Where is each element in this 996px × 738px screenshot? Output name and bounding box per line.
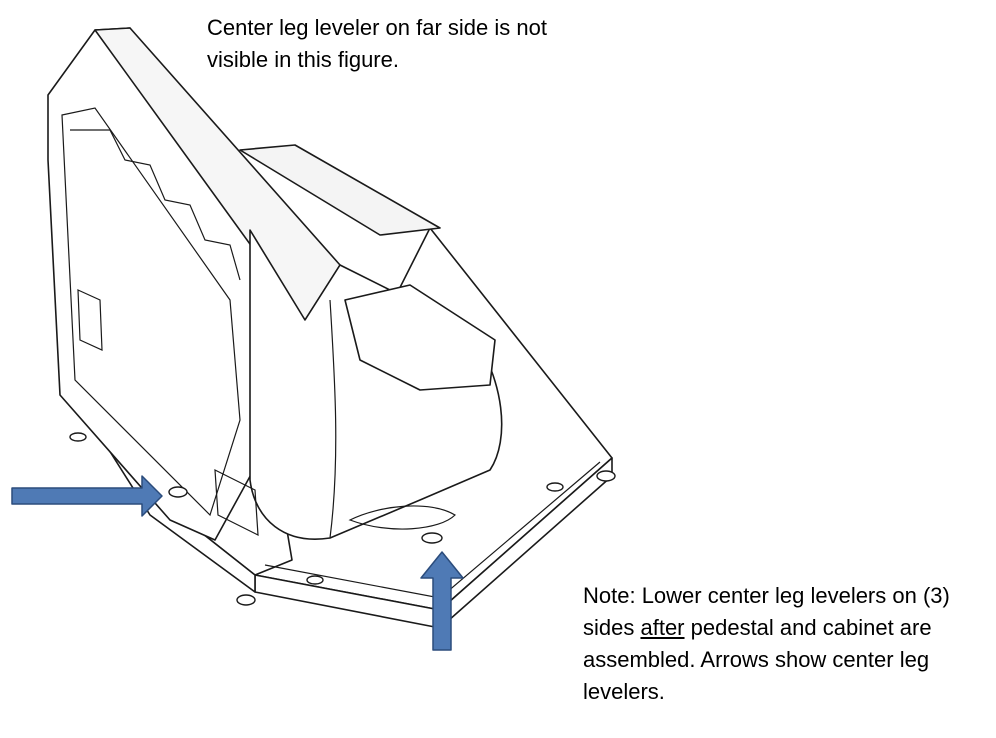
leveler-left-center bbox=[168, 486, 188, 498]
cabinet-hood bbox=[239, 144, 441, 236]
bottom-note-underlined-word: after bbox=[640, 615, 685, 640]
front-curve-line bbox=[329, 299, 337, 539]
bottom-note-line-3: assembled. Arrows show center leg bbox=[583, 647, 930, 672]
turntable bbox=[348, 505, 456, 530]
top-note-line-1: Center leg leveler on far side is not bbox=[207, 15, 547, 40]
bottom-note-line-2: sides after pedestal and cabinet are bbox=[583, 612, 993, 644]
bottom-note-line-2-post: pedestal and cabinet are bbox=[684, 615, 932, 640]
bottom-note-line-4: levelers. bbox=[583, 679, 665, 704]
leveler-right-center bbox=[546, 482, 564, 492]
leveler-front-mid bbox=[306, 575, 324, 585]
front-tray bbox=[344, 284, 496, 391]
panel-access-door bbox=[214, 468, 259, 537]
leveler-rear-left bbox=[69, 432, 87, 442]
top-note: Center leg leveler on far side is not vi… bbox=[207, 12, 637, 76]
leveler-front-left bbox=[236, 594, 256, 606]
arrow-up bbox=[420, 551, 464, 651]
bottom-note-line-1: Note: Lower center leg levelers on (3) bbox=[583, 583, 950, 608]
leveler-front-center bbox=[421, 532, 443, 544]
panel-access-door-2 bbox=[77, 289, 103, 351]
leveler-right-rear bbox=[596, 470, 616, 482]
panel-inner-outline bbox=[61, 107, 241, 517]
bottom-note: Note: Lower center leg levelers on (3) s… bbox=[583, 580, 993, 708]
top-note-line-2: visible in this figure. bbox=[207, 47, 399, 72]
bottom-note-line-2-pre: sides bbox=[583, 615, 641, 640]
panel-stair-detail bbox=[70, 129, 241, 281]
arrow-right bbox=[11, 475, 163, 517]
